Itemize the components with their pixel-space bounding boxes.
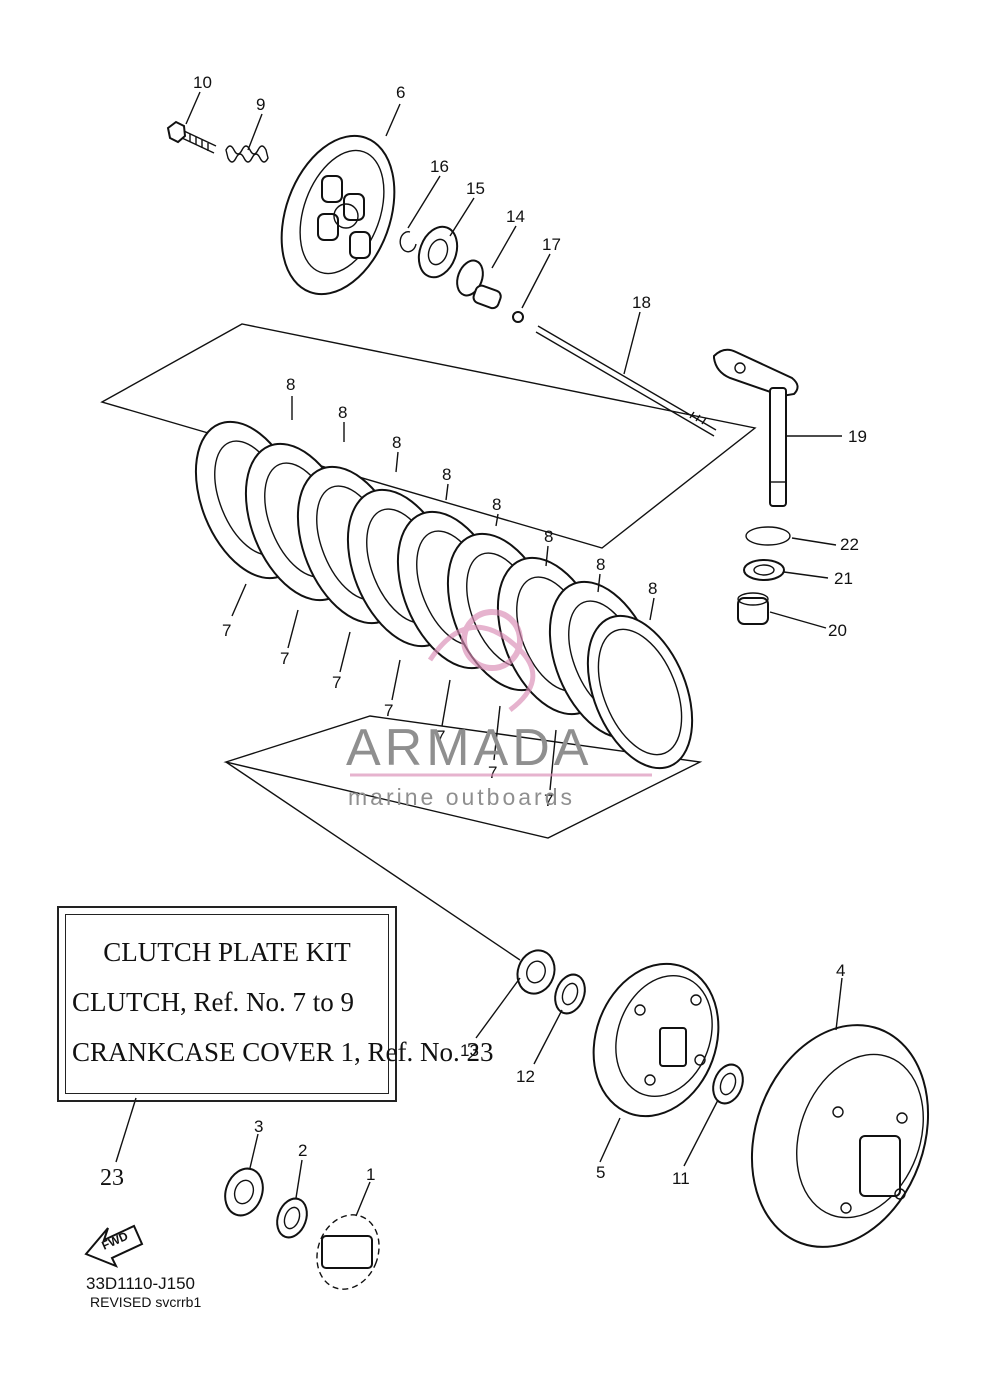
callout-9: 9 xyxy=(256,95,265,114)
callout-6: 6 xyxy=(396,83,405,102)
callout-17: 17 xyxy=(542,235,561,254)
spring-part-9 xyxy=(225,145,269,163)
callout-4: 4 xyxy=(836,961,845,980)
push-lever-shaft-part-19 xyxy=(713,348,799,507)
watermark-tagline: marine outboards xyxy=(348,784,575,810)
callout-7-b: 7 xyxy=(280,649,289,668)
push-rod-part-14 xyxy=(456,259,502,310)
callout-8-a: 8 xyxy=(286,375,295,394)
callout-15: 15 xyxy=(466,179,485,198)
callout-14: 14 xyxy=(506,207,525,226)
fwd-arrow xyxy=(84,1224,144,1268)
ref-23-label: 23 xyxy=(100,1165,124,1191)
washer-part-2 xyxy=(276,1197,308,1239)
callout-5: 5 xyxy=(596,1163,605,1182)
lead-box-to-stack xyxy=(225,761,521,961)
callout-8-c: 8 xyxy=(392,433,401,452)
callout-2: 2 xyxy=(298,1141,307,1160)
callout-13: 13 xyxy=(460,1041,479,1060)
callout-11: 11 xyxy=(672,1169,690,1188)
revision-label: REVISED svcrrb1 xyxy=(90,1294,202,1310)
callout-7-a: 7 xyxy=(222,621,231,640)
callout-8-f: 8 xyxy=(544,527,553,546)
callout-21: 21 xyxy=(834,569,853,588)
collar-part-13 xyxy=(516,949,556,995)
kit-crankcase-line: CRANKCASE COVER 1, Ref. No. 23 xyxy=(72,1037,494,1067)
callout-10: 10 xyxy=(193,73,212,92)
gear-part-1 xyxy=(316,1214,380,1290)
kit-title: CLUTCH PLATE KIT xyxy=(103,937,351,967)
callout-1: 1 xyxy=(366,1165,375,1184)
primary-driven-gear-part-5 xyxy=(592,962,720,1118)
callout-22: 22 xyxy=(840,535,859,554)
clutch-boss-part-4 xyxy=(750,1024,930,1248)
callout-16: 16 xyxy=(430,157,449,176)
circlip-part-22 xyxy=(745,526,791,546)
pressure-plate-part-6 xyxy=(280,134,396,296)
callout-8-h: 8 xyxy=(648,579,657,598)
watermark-name: ARMADA xyxy=(346,719,593,777)
diagram-code: 33D1110-J150 xyxy=(86,1274,196,1293)
callout-8-d: 8 xyxy=(442,465,451,484)
callout-7-f: 7 xyxy=(488,763,497,782)
circlip-part-16 xyxy=(399,231,417,253)
callout-7-e: 7 xyxy=(436,727,445,746)
clutch-stack-frame xyxy=(100,323,757,839)
callout-8-b: 8 xyxy=(338,403,347,422)
callout-19: 19 xyxy=(848,427,867,446)
leader-lines xyxy=(115,91,843,1217)
callout-7-g: 7 xyxy=(544,791,553,810)
bearing-part-20 xyxy=(737,592,769,625)
callout-20: 20 xyxy=(828,621,847,640)
push-rod-part-18 xyxy=(535,325,717,437)
ball-part-17 xyxy=(512,311,524,323)
callout-8-g: 8 xyxy=(596,555,605,574)
watermark-emblem xyxy=(350,609,652,777)
bearing-part-15 xyxy=(417,225,459,279)
washer-part-11 xyxy=(712,1063,744,1105)
clutch-plate-kit-box: CLUTCH PLATE KIT CLUTCH, Ref. No. 7 to 9… xyxy=(57,906,494,1102)
bolt-part-10 xyxy=(166,120,217,154)
kit-clutch-line: CLUTCH, Ref. No. 7 to 9 xyxy=(72,987,354,1017)
callout-12: 12 xyxy=(516,1067,535,1086)
callout-3: 3 xyxy=(254,1117,263,1136)
callout-7-c: 7 xyxy=(332,673,341,692)
callout-18: 18 xyxy=(632,293,651,312)
oil-seal-part-21 xyxy=(743,559,785,581)
washer-part-12 xyxy=(554,973,586,1015)
callout-8-e: 8 xyxy=(492,495,501,514)
callout-7-d: 7 xyxy=(384,701,393,720)
oil-seal-part-3 xyxy=(224,1167,264,1217)
